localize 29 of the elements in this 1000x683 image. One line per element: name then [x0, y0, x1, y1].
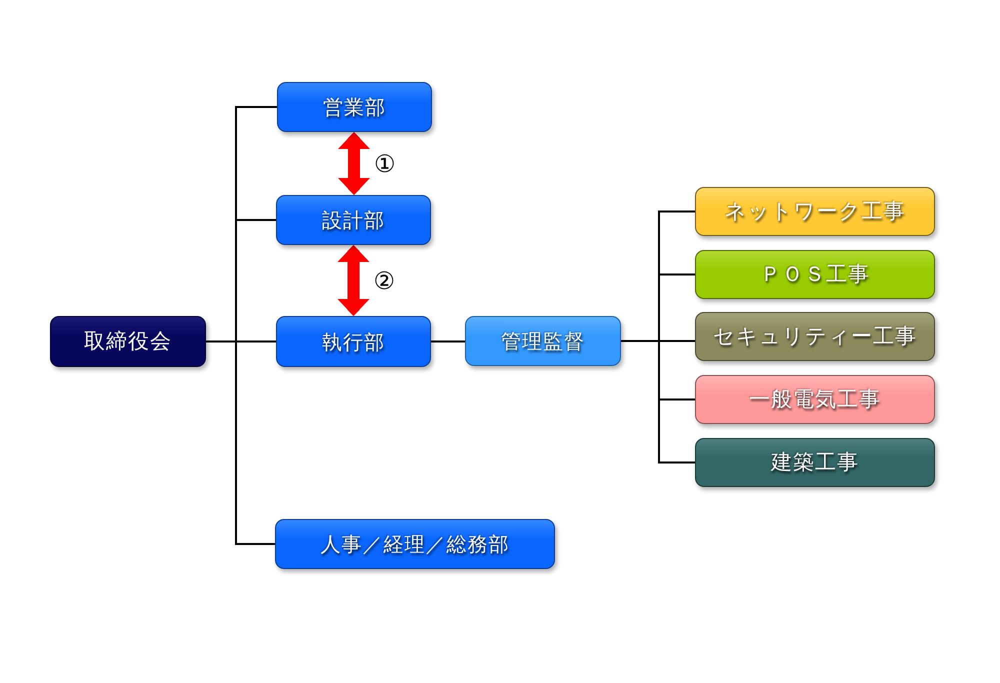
- unit-name: ネットワーク工事: [724, 198, 906, 224]
- work-category-box: [695, 375, 935, 424]
- connector-line: [621, 340, 695, 464]
- work-category-box: [695, 187, 935, 236]
- unit-name: ＰＯＳ工事: [760, 262, 870, 288]
- unit-name: 設計部: [322, 208, 385, 232]
- connector-line: [206, 340, 275, 545]
- unit-name: 管理監督: [501, 329, 585, 353]
- department-box: [275, 519, 555, 569]
- supervision-box: [465, 316, 621, 366]
- unit-name: 取締役会: [84, 328, 172, 354]
- work-category-box: [695, 250, 935, 299]
- department-box: [276, 195, 431, 245]
- unit-name: 建築工事: [771, 450, 859, 476]
- double-arrow: [338, 245, 370, 316]
- edge-label: ①: [374, 152, 396, 176]
- unit-name: 人事／経理／総務部: [320, 532, 510, 556]
- department-box: [276, 316, 431, 367]
- connector-line: [431, 340, 465, 342]
- work-category-box: [695, 312, 935, 361]
- unit-name: セキュリティー工事: [713, 324, 917, 350]
- board-box: [50, 316, 206, 367]
- unit-name: 執行部: [322, 330, 385, 354]
- department-box: [277, 82, 432, 132]
- work-category-box: [695, 438, 935, 487]
- edge-label: ②: [374, 268, 396, 292]
- unit-name: 営業部: [323, 95, 386, 119]
- double-arrow: [338, 132, 370, 195]
- unit-name: 一般電気工事: [749, 386, 881, 412]
